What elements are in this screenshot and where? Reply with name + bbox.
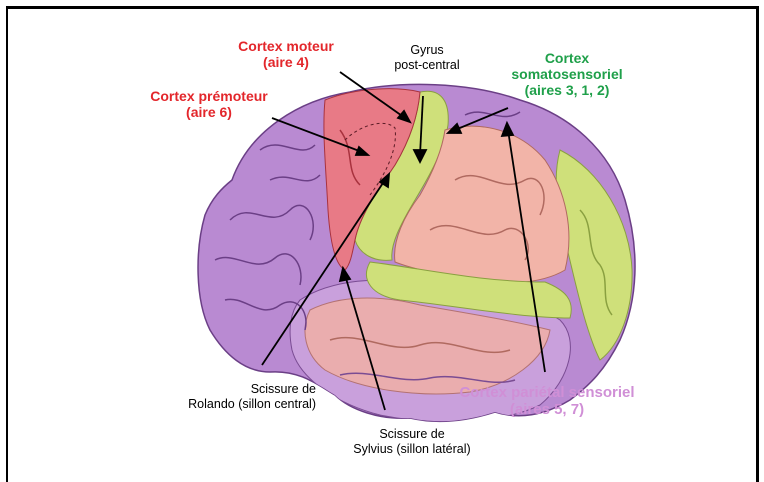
rolando-line1: Scissure de — [116, 382, 316, 397]
label-cortex-somatosensoriel: Cortex somatosensoriel (aires 3, 1, 2) — [492, 50, 642, 98]
label-cortex-moteur: Cortex moteur (aire 4) — [226, 38, 346, 70]
cortex-moteur-line1: Cortex moteur — [226, 38, 346, 54]
label-scissure-sylvius: Scissure de Sylvius (sillon latéral) — [322, 427, 502, 457]
gyrus-line1: Gyrus — [382, 43, 472, 58]
gyrus-line2: post-central — [382, 58, 472, 73]
cortex-moteur-line2: (aire 4) — [226, 54, 346, 70]
somato-line1: Cortex — [492, 50, 642, 66]
label-gyrus-post-central: Gyrus post-central — [382, 43, 472, 73]
sylvius-line2: Sylvius (sillon latéral) — [322, 442, 502, 457]
parietal-line2: (aires 5, 7) — [432, 401, 662, 418]
rolando-line2: Rolando (sillon central) — [116, 397, 316, 412]
cortex-premoteur-line2: (aire 6) — [134, 104, 284, 120]
somato-line3: (aires 3, 1, 2) — [492, 82, 642, 98]
somato-line2: somatosensoriel — [492, 66, 642, 82]
parietal-line1: Cortex pariétal sensoriel — [432, 384, 662, 401]
label-cortex-premoteur: Cortex prémoteur (aire 6) — [134, 88, 284, 120]
cortex-premoteur-line1: Cortex prémoteur — [134, 88, 284, 104]
label-scissure-rolando: Scissure de Rolando (sillon central) — [116, 382, 316, 412]
label-cortex-parietal: Cortex pariétal sensoriel (aires 5, 7) — [432, 384, 662, 418]
sylvius-line1: Scissure de — [322, 427, 502, 442]
